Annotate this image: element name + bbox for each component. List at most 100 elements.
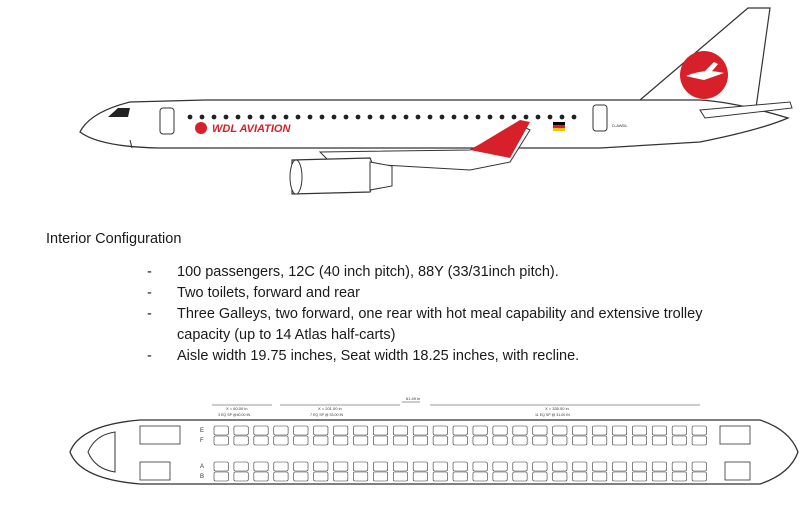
seat[interactable] xyxy=(412,435,428,446)
seat[interactable] xyxy=(671,471,687,482)
seat[interactable] xyxy=(373,471,389,482)
seat[interactable] xyxy=(392,435,408,446)
seat[interactable] xyxy=(213,461,229,472)
seat[interactable] xyxy=(612,435,628,446)
seat[interactable] xyxy=(592,461,608,472)
seat[interactable] xyxy=(492,435,508,446)
seat[interactable] xyxy=(512,435,528,446)
seat[interactable] xyxy=(512,471,528,482)
seat[interactable] xyxy=(373,461,389,472)
seat[interactable] xyxy=(671,435,687,446)
seat[interactable] xyxy=(632,471,647,482)
seat[interactable] xyxy=(333,461,349,472)
seat[interactable] xyxy=(512,461,528,472)
seat[interactable] xyxy=(432,471,448,482)
seat[interactable] xyxy=(691,425,707,436)
seat[interactable] xyxy=(572,471,588,482)
seat[interactable] xyxy=(671,461,687,472)
seat[interactable] xyxy=(293,425,309,436)
seat[interactable] xyxy=(293,435,309,446)
seat[interactable] xyxy=(472,471,488,482)
seat[interactable] xyxy=(253,425,269,436)
seat[interactable] xyxy=(432,461,448,472)
seat[interactable] xyxy=(651,425,667,436)
seat[interactable] xyxy=(552,471,568,482)
seat[interactable] xyxy=(273,471,289,482)
seat[interactable] xyxy=(373,425,389,436)
seat[interactable] xyxy=(492,425,508,436)
seat[interactable] xyxy=(632,435,647,446)
seat[interactable] xyxy=(651,435,667,446)
seat[interactable] xyxy=(273,425,289,436)
seat[interactable] xyxy=(472,435,488,446)
seat[interactable] xyxy=(532,461,548,472)
seat[interactable] xyxy=(333,425,349,436)
seat[interactable] xyxy=(353,425,369,436)
seat[interactable] xyxy=(651,471,667,482)
seat[interactable] xyxy=(552,425,568,436)
seat[interactable] xyxy=(651,461,667,472)
seat[interactable] xyxy=(452,435,468,446)
seat[interactable] xyxy=(691,461,707,472)
seat[interactable] xyxy=(691,471,707,482)
seat[interactable] xyxy=(313,435,329,446)
seat[interactable] xyxy=(572,435,588,446)
seat[interactable] xyxy=(572,425,588,436)
seat[interactable] xyxy=(233,471,249,482)
seat[interactable] xyxy=(532,425,548,436)
seat[interactable] xyxy=(392,471,408,482)
seat[interactable] xyxy=(632,461,647,472)
seat[interactable] xyxy=(233,425,249,436)
seat[interactable] xyxy=(353,471,369,482)
seat[interactable] xyxy=(313,425,329,436)
seat[interactable] xyxy=(432,425,448,436)
seat[interactable] xyxy=(412,461,428,472)
seat[interactable] xyxy=(592,471,608,482)
seat[interactable] xyxy=(612,461,628,472)
seat[interactable] xyxy=(492,461,508,472)
seat[interactable] xyxy=(373,435,389,446)
seat[interactable] xyxy=(253,461,269,472)
seat[interactable] xyxy=(333,435,349,446)
seat[interactable] xyxy=(592,435,608,446)
seat[interactable] xyxy=(253,471,269,482)
seat[interactable] xyxy=(572,461,588,472)
seat[interactable] xyxy=(333,471,349,482)
seat[interactable] xyxy=(432,435,448,446)
seat[interactable] xyxy=(353,461,369,472)
seat[interactable] xyxy=(412,471,428,482)
seat[interactable] xyxy=(313,461,329,472)
seat[interactable] xyxy=(233,461,249,472)
seat[interactable] xyxy=(353,435,369,446)
seat[interactable] xyxy=(233,435,249,446)
seat[interactable] xyxy=(213,425,229,436)
seat[interactable] xyxy=(273,435,289,446)
seat[interactable] xyxy=(532,435,548,446)
seat[interactable] xyxy=(612,471,628,482)
seat[interactable] xyxy=(392,461,408,472)
seat[interactable] xyxy=(612,425,628,436)
seat[interactable] xyxy=(293,471,309,482)
seat[interactable] xyxy=(552,435,568,446)
seat[interactable] xyxy=(691,435,707,446)
seat[interactable] xyxy=(472,461,488,472)
seat[interactable] xyxy=(472,425,488,436)
seat[interactable] xyxy=(213,471,229,482)
seat[interactable] xyxy=(552,461,568,472)
seat[interactable] xyxy=(532,471,548,482)
seat[interactable] xyxy=(452,471,468,482)
seat[interactable] xyxy=(592,425,608,436)
seat[interactable] xyxy=(492,471,508,482)
seat[interactable] xyxy=(313,471,329,482)
seat[interactable] xyxy=(293,461,309,472)
seat[interactable] xyxy=(632,425,647,436)
seat[interactable] xyxy=(452,461,468,472)
seat[interactable] xyxy=(452,425,468,436)
seat[interactable] xyxy=(392,425,408,436)
seat[interactable] xyxy=(273,461,289,472)
seat[interactable] xyxy=(671,425,687,436)
seat[interactable] xyxy=(213,435,229,446)
seat[interactable] xyxy=(253,435,269,446)
seat[interactable] xyxy=(412,425,428,436)
seat[interactable] xyxy=(512,425,528,436)
